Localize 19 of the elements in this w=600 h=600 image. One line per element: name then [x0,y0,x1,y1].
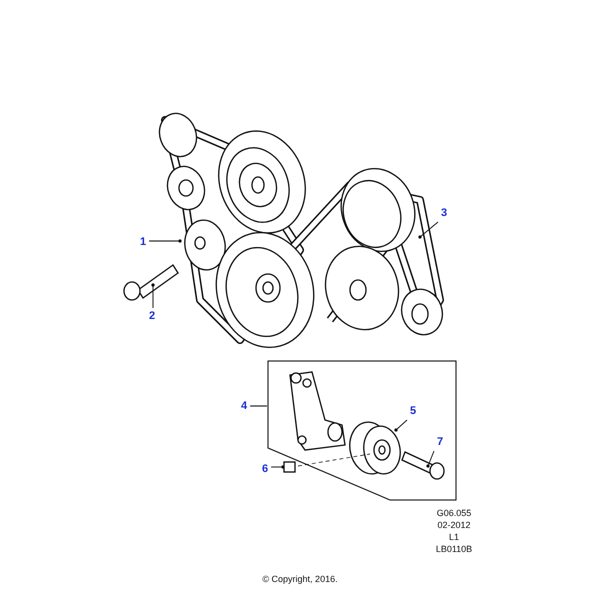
drawing-reference-text: L1 [448,532,460,543]
callout-number: 4 [241,400,248,412]
callout-number: 1 [140,236,146,248]
leader-line [270,465,285,469]
callout-number: 5 [410,405,416,417]
copyright-caption: © Copyright, 2016. [261,574,339,585]
callout-number: 2 [149,310,156,322]
leader-line [151,283,155,308]
callout-number: 6 [262,463,268,475]
callout-number: 7 [437,436,444,448]
leader-line [426,450,434,468]
drawing-reference-text: 02-2012 [436,520,472,531]
drawing-reference-text: LB0110B [434,544,474,555]
leader-line [418,222,438,239]
leader-line [148,239,182,243]
leader-line [394,420,408,432]
kit-frame [267,360,457,501]
callout-number: 3 [441,207,448,219]
drawing-reference-text: G06.055 [436,508,472,519]
